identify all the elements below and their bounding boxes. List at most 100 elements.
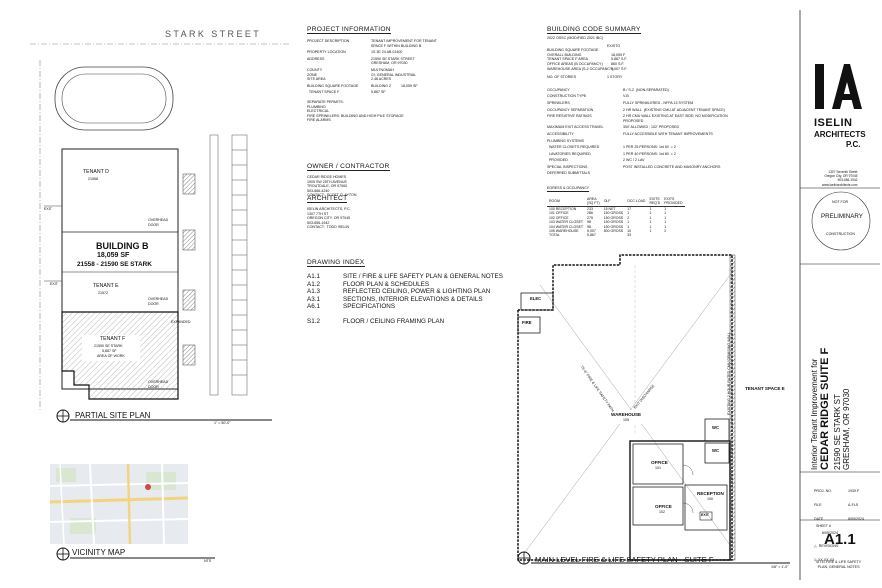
project-title-block: Interior Tenant Improvement for CEDAR RI… <box>810 310 874 470</box>
code-row-value: 1 PER 40 PERSONS: 1st 80 = 2 <box>623 151 676 156</box>
building-code-summary: BUILDING CODE SUMMARY 2022 OSSC (MODIFIE… <box>547 18 797 238</box>
table-cell: 150 GROSS <box>603 224 624 229</box>
reception-label: RECEPTION <box>697 491 724 496</box>
overhead-door-label: OVERHEAD DOOR <box>148 297 169 306</box>
table-cell: 105 WAREHOUSE <box>549 228 579 233</box>
parking-stalls <box>209 134 248 396</box>
sheet-code: A6.1 <box>307 303 320 311</box>
tenant-f-sf: 5,867 SF <box>102 349 117 353</box>
sheet-title: SPECIFICATIONS <box>343 303 396 311</box>
office-102-number: 102 <box>659 510 665 514</box>
table-cell: 104 WATER CLOSET <box>549 224 584 229</box>
office-102-label: OFFICE <box>655 504 672 509</box>
code-row-key: DEFERRED SUBMITTALS <box>547 171 591 176</box>
drawing-index-item: A6.1 SPECIFICATIONS <box>307 303 547 311</box>
code-row: OCCUPANCY B / S-2 (NON-SEPARATED) <box>547 88 797 93</box>
owner-heading: OWNER / CONTRACTOR <box>307 163 390 171</box>
square-footage-value: 5,007 S.F. <box>611 66 628 71</box>
proj-no-key: PROJ. NO. <box>814 489 832 494</box>
sheet-title: FLOOR / CEILING FRAMING PLAN <box>343 317 445 325</box>
table-cell: 500 GROSS <box>603 228 624 233</box>
fire-room-label: FIRE <box>522 320 532 325</box>
table-cell: 1 <box>664 211 667 216</box>
table-cell: 150 GROSS <box>603 215 624 220</box>
elec-room-label: ELEC <box>530 296 542 301</box>
proj-no-value: 1939.F <box>848 489 860 494</box>
code-row-key: PLUMBING SYSTEMS <box>547 138 584 143</box>
map-pin-icon <box>145 484 151 490</box>
overhead-door-label: OVERHEAD DOOR <box>148 380 169 389</box>
building-title: BUILDING B <box>96 241 149 251</box>
project-info-row-key: TENANT SPACE F <box>307 90 340 95</box>
date-value: 8/05/2024 <box>848 516 864 521</box>
table-cell: 1 <box>627 224 630 229</box>
sheet-code: A1.3 <box>307 288 320 296</box>
demising-wall-note: EXISTING 2 HOUR RATED CMU DEMISING WALL <box>727 332 731 415</box>
stamp-top-text: NOT FOR <box>832 200 849 204</box>
square-footage-key: BUILDING SQUARE FOOTAGE <box>547 48 599 53</box>
floor-plan-drawing <box>517 254 790 565</box>
code-row-key: LAVATORIES REQUIRED <box>547 151 591 156</box>
table-cell: 33 <box>627 233 632 238</box>
project-info-row-key: PROPERTY LOCATION <box>307 50 346 55</box>
exit-label: EXIT <box>701 513 709 517</box>
tenant-space-e-label: TENANT SPACE E <box>745 386 785 391</box>
table-cell: 286 <box>587 211 593 216</box>
firm-name-2: ARCHITECTS <box>814 130 866 139</box>
title-block: ISELIN ARCHITECTS P.C. 1307 Seventh Stre… <box>806 60 876 580</box>
table-cell: 1 <box>649 224 652 229</box>
table-cell: TOTAL <box>549 233 560 238</box>
table-cell: 5,007 <box>587 228 596 233</box>
table-cell: 98 <box>587 220 591 225</box>
project-info-row-key: COUNTY ZONE SITE AREA <box>307 67 326 82</box>
floor-plan-title: MAIN LEVEL FIRE & LIFE SAFETY PLAN - SUI… <box>535 555 714 564</box>
table-cell <box>647 233 662 237</box>
square-footage-row: OFFICE AREAS (B OCCUPANCY)860 S.F. <box>547 62 797 67</box>
sheet-label: SHEET # <box>816 524 831 528</box>
code-row-value: B / S-2 (NON-SEPARATED) <box>623 87 669 92</box>
floor-plan: ELEC FIRE WAREHOUSE 105 OFFICE 101 OFFIC… <box>505 245 795 575</box>
code-row-key: OCCUPANCY <box>547 87 570 92</box>
table-cell: 2 <box>627 215 630 220</box>
sheet-code: S1.2 <box>307 317 320 325</box>
canopy-label: EXPANDED <box>171 320 191 324</box>
sheet-code: A1.1 <box>307 273 320 280</box>
table-cell: 1 <box>664 215 667 220</box>
office-101-label: OFFICE <box>651 460 668 465</box>
table-cell: 1 <box>627 211 630 216</box>
project-line-2: CEDAR RIDGE SUITE F <box>819 347 831 470</box>
square-footage-value: 860 S.F. <box>611 61 625 66</box>
column-header: EXITS REQ'D <box>647 197 663 207</box>
sheet-title: SECTIONS, INTERIOR ELEVATIONS & DETAILS <box>343 295 483 303</box>
code-row-key: MAXIMUM EXIT ACCESS TRAVEL <box>547 125 604 130</box>
code-row-key: PROVIDED <box>547 158 568 163</box>
permits-list: PLUMBING ELECTRICAL FIRE SPRINKLERS: BUI… <box>307 104 404 123</box>
preliminary-stamp <box>811 191 871 251</box>
square-footage-value: 18,059 F <box>611 52 626 57</box>
table-cell <box>602 233 625 237</box>
office-101-number: 101 <box>655 466 661 470</box>
vicinity-title-bar <box>56 547 215 561</box>
firm-address: 1307 Seventh Street Oregon City, OR 9704… <box>822 170 858 187</box>
sheet-number: A1.1 <box>824 531 856 548</box>
vicinity-map-scale: NTS <box>204 559 212 563</box>
table-cell: 102 OFFICE <box>549 215 569 220</box>
